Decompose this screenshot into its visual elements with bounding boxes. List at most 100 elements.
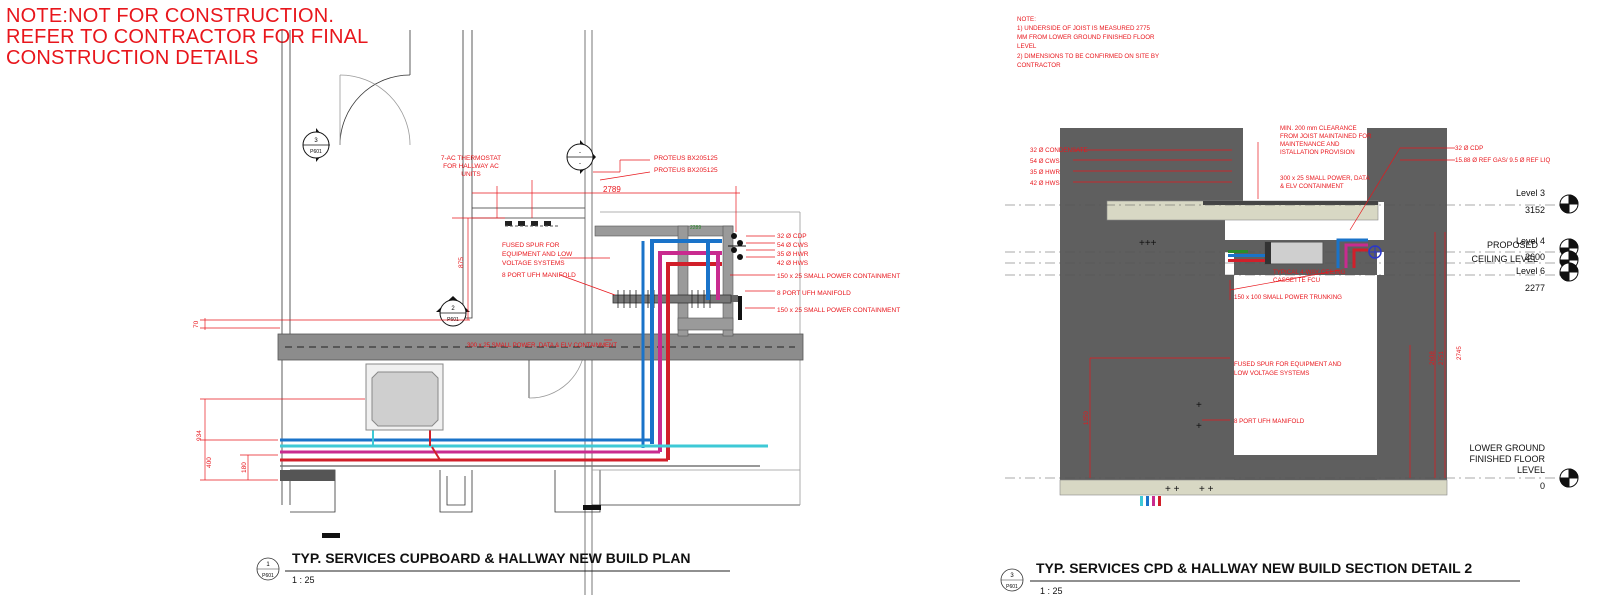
cdp-label: 32 Ø CDP <box>777 233 807 240</box>
section-spur-line-2: LOW VOLTAGE SYSTEMS <box>1234 370 1309 377</box>
dim-875: 875 <box>458 257 465 268</box>
hwr-label: 35 Ø HWR <box>777 251 809 258</box>
joist-right <box>1367 128 1384 202</box>
proteus-label-1: PROTEUS BX205125 <box>654 155 718 162</box>
section-sheet-ref: P601 <box>1006 584 1018 590</box>
hws-label: 42 Ø HWS <box>777 260 809 267</box>
thermostat-label-line1: 7-AC THERMOSTAT <box>441 155 501 162</box>
section-floor-pipes <box>1140 496 1161 506</box>
svg-text:+++: +++ <box>1139 238 1157 249</box>
section-notes: NOTE: 1) UNDERSIDE OF JOIST IS MEASURED … <box>1017 16 1159 69</box>
level-symbols <box>1559 194 1579 488</box>
section-markers: +++ + + + + + + <box>1139 238 1214 495</box>
plan-annotations: 7-AC THERMOSTAT FOR HALLWAY AC UNITS PRO… <box>193 155 900 473</box>
level-4-name: Level 4 <box>1516 236 1545 246</box>
fcu-section <box>1228 238 1382 268</box>
thermostats <box>505 221 551 226</box>
plan-red-dimensions <box>200 159 775 481</box>
proteus-label-2: PROTEUS BX205125 <box>654 167 718 174</box>
dim-400: 400 <box>206 457 213 468</box>
level-3-value: 3152 <box>1525 205 1545 215</box>
plan-walls <box>281 30 801 595</box>
manifold-zone <box>1234 455 1377 480</box>
proposed-line-1: PROPOSED <box>1487 240 1539 250</box>
manifold-left-label: 8 PORT UFH MANIFOLD <box>502 272 576 279</box>
cupboard-space <box>1234 275 1377 475</box>
level-3-name: Level 3 <box>1516 188 1545 198</box>
level-4-value: 2600 <box>1525 252 1545 262</box>
spur-label-line2: EQUIPMENT AND LOW <box>502 251 573 258</box>
spur-label-line1: FUSED SPUR FOR <box>502 242 560 249</box>
section-containment-line-2: & ELV CONTAINMENT <box>1280 183 1344 190</box>
section-hwr-label: 35 Ø HWR <box>1030 169 1060 176</box>
plan-view: 3 P601 - - 2 P601 <box>193 30 900 595</box>
dim-2608: 2608 <box>1429 351 1436 365</box>
section-annotations: MIN. 200 mm CLEARANCE FROM JOIST MAINTAI… <box>1030 125 1550 425</box>
section-cws-label: 54 Ø CWS <box>1030 158 1060 165</box>
plan-title: TYP. SERVICES CUPBOARD & HALLWAY NEW BUI… <box>292 550 691 566</box>
cupboard-wall-right <box>1377 275 1384 487</box>
dim-1350: 1350 <box>1083 411 1090 425</box>
manifold-tag: 2289 <box>690 225 701 231</box>
section-scale: 1 : 25 <box>1040 586 1063 596</box>
fcu-label-line-1: TYPICAL 4-WAY CEILING <box>1273 269 1346 276</box>
clearance-line-2: FROM JOIST MAINTAINED FOR <box>1280 133 1372 140</box>
section-red-leaders <box>1073 142 1455 478</box>
note-line-4: LEVEL <box>1017 43 1037 50</box>
fcu-label-line-2: CASSETTE FCU <box>1273 277 1320 284</box>
plan-break-mark <box>322 533 340 538</box>
section-spur-line-1: FUSED SPUR FOR EQUIPMENT AND <box>1234 361 1342 368</box>
proposed-line-2: CEILING LEVEL <box>1471 254 1538 264</box>
section-marker-dash-sheet: - <box>579 161 581 167</box>
plan-break-mark <box>583 505 601 510</box>
level-6-value: 2277 <box>1525 283 1545 293</box>
svg-text:+: + <box>1196 421 1202 432</box>
containment-section <box>1203 201 1378 205</box>
section-marker-3-sheet: P601 <box>310 149 322 155</box>
spur-label-line3: VOLTAGE SYSTEMS <box>502 260 565 267</box>
note-line-5: 2) DIMENSIONS TO BE CONFIRMED ON SITE BY <box>1017 53 1159 60</box>
section-cdp-label: 32 Ø CDP <box>1455 145 1483 152</box>
condensate-label: 32 Ø CONDENSATE <box>1030 147 1088 154</box>
level-6-name: Level 6 <box>1516 266 1545 276</box>
section-manifold-label: 8 PORT UFH MANIFOLD <box>1234 418 1305 425</box>
cupboard-wall-left <box>1225 275 1234 487</box>
section-marker-dash-number: - <box>579 150 581 156</box>
svg-text:+: + <box>1196 400 1202 411</box>
disclaimer-line-1: NOTE:NOT FOR CONSTRUCTION. <box>6 5 335 27</box>
lg-line-2: FINISHED FLOOR <box>1469 454 1545 464</box>
section-marker-2-number: 2 <box>451 306 455 312</box>
dim-70: 70 <box>193 320 200 328</box>
thermostat-label-line3: UNITS <box>461 171 481 178</box>
section-view-number: 3 <box>1010 573 1014 579</box>
left-wall-section <box>1060 128 1225 487</box>
manifold-right-label: 8 PORT UFH MANIFOLD <box>777 290 851 297</box>
level-lines <box>1005 204 1560 479</box>
section-view: NOTE: 1) UNDERSIDE OF JOIST IS MEASURED … <box>1000 16 1579 596</box>
section-title: TYP. SERVICES CPD & HALLWAY NEW BUILD SE… <box>1036 560 1472 576</box>
dim-2751: 2751 <box>1438 351 1445 365</box>
lg-value: 0 <box>1540 481 1545 491</box>
floor-slab-section <box>1059 479 1448 496</box>
svg-text:+ +: + + <box>1165 484 1180 495</box>
pipe-end-markers <box>728 233 746 260</box>
plan-title-block: 1 P601 TYP. SERVICES CUPBOARD & HALLWAY … <box>256 550 730 585</box>
level-symbol-6 <box>1559 262 1579 282</box>
svg-text:+ +: + + <box>1199 484 1214 495</box>
dim-180: 180 <box>241 462 248 473</box>
clearance-line-3: MAINTENANCE AND <box>1280 141 1340 148</box>
containment-label-1: 150 x 25 SMALL POWER CONTAINMENT <box>777 273 900 280</box>
cws-label: 54 Ø CWS <box>777 242 809 249</box>
disclaimer-line-3: CONSTRUCTION DETAILS <box>6 47 259 69</box>
fcu-cassette-plan <box>365 363 444 431</box>
right-wall-section <box>1384 128 1447 487</box>
thermostat-label-line2: FOR HALLWAY AC <box>443 163 499 170</box>
containment-label-2: 150 x 25 SMALL POWER CONTAINMENT <box>777 307 900 314</box>
section-marker-2: 2 P601 <box>436 296 470 327</box>
dim-934: 934 <box>196 430 203 441</box>
note-line-6: CONTRACTOR <box>1017 62 1061 69</box>
plan-floor-pipes <box>280 427 768 481</box>
lg-line-3: LEVEL <box>1517 465 1545 475</box>
plan-sheet-ref: P601 <box>262 573 274 579</box>
